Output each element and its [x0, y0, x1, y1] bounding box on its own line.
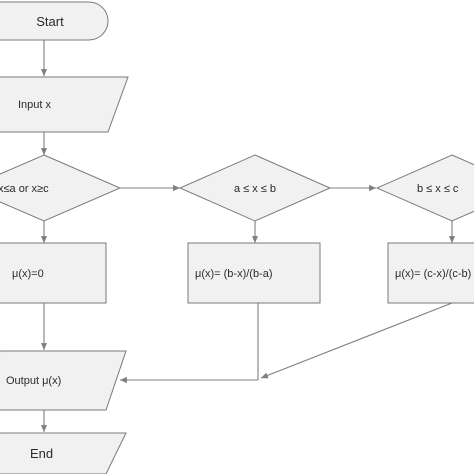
decision3-label: b ≤ x ≤ c [417, 183, 459, 195]
mu-left-label: μ(x)= (b-x)/(b-a) [195, 268, 273, 280]
end-label: End [30, 446, 53, 461]
input-node: Input x [0, 76, 129, 133]
edge-mu-right-merge [260, 302, 453, 379]
input-label: Input x [18, 99, 52, 111]
connectors [40, 40, 456, 432]
start-node: Start [0, 1, 109, 41]
decision1-label: x≤a or x≥c [0, 183, 49, 195]
process-node-mu-left: μ(x)= (b-x)/(b-a) [187, 242, 321, 304]
output-node: Output μ(x) [0, 350, 127, 411]
process-node-mu-zero: μ(x)=0 [0, 242, 107, 304]
end-node: End [0, 432, 127, 474]
mu-zero-label: μ(x)=0 [12, 268, 44, 280]
decision-node-1: x≤a or x≥c [0, 154, 122, 222]
start-label: Start [36, 14, 64, 29]
decision-node-3: b ≤ x ≤ c [375, 154, 474, 222]
decision2-label: a ≤ x ≤ b [234, 183, 276, 195]
mu-right-label: μ(x)= (c-x)/(c-b) [395, 268, 471, 280]
decision-node-2: a ≤ x ≤ b [178, 154, 332, 222]
process-node-mu-right: μ(x)= (c-x)/(c-b) [387, 242, 474, 304]
output-label: Output μ(x) [6, 375, 61, 387]
